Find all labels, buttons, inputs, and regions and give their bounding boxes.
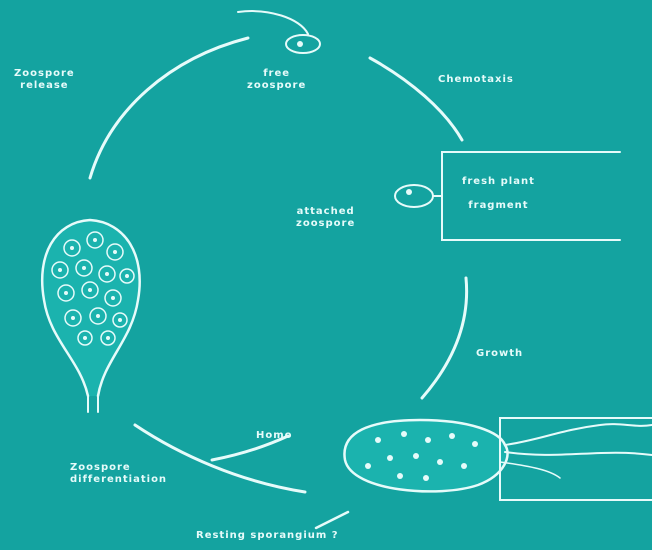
arrow-growth: [422, 278, 467, 398]
rhizoid-2: [505, 452, 652, 455]
label-homo: Homo: [256, 430, 293, 442]
sporangium-stalk: [88, 396, 98, 412]
rhizoid-1: [505, 424, 652, 445]
flagellum: [238, 11, 308, 34]
arrow-release-to-free: [90, 38, 248, 178]
attached-zoospore-nucleus: [406, 189, 412, 195]
label-growth: Growth: [476, 348, 523, 360]
free-zoospore-nucleus: [297, 41, 303, 47]
thallus-fragment-box: [500, 418, 652, 500]
label-chemotaxis: Chemotaxis: [438, 74, 514, 86]
arrow-chemotaxis: [370, 58, 462, 140]
label-resting-sporangium: Resting sporangium ?: [196, 530, 339, 542]
arrow-resting: [316, 512, 348, 528]
attached-zoospore-cell: [395, 185, 433, 207]
rhizoid-3: [500, 462, 560, 478]
